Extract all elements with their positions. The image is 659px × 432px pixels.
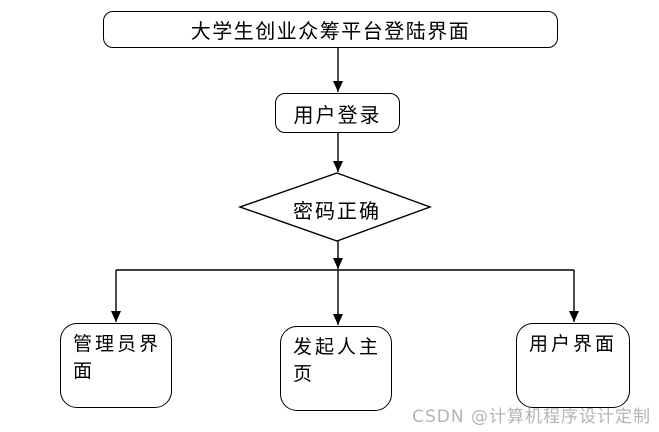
node-admin-interface-label: 管理员界面 bbox=[73, 333, 162, 382]
decision-diamond-shape bbox=[237, 172, 433, 242]
node-login-screen-label: 大学生创业众筹平台登陆界面 bbox=[190, 19, 471, 43]
node-user-interface-label: 用户界面 bbox=[529, 333, 618, 355]
node-login-screen: 大学生创业众筹平台登陆界面 bbox=[103, 11, 558, 48]
node-user-login: 用户登录 bbox=[275, 93, 400, 133]
node-password-check-label: 密码正确 bbox=[293, 199, 381, 223]
node-initiator-home: 发起人主页 bbox=[280, 326, 392, 411]
node-user-interface: 用户界面 bbox=[516, 323, 630, 408]
node-admin-interface: 管理员界面 bbox=[60, 323, 172, 408]
csdn-watermark: CSDN @计算机程序设计定制 bbox=[412, 407, 651, 427]
node-initiator-home-label: 发起人主页 bbox=[293, 336, 382, 385]
node-user-login-label: 用户登录 bbox=[293, 102, 382, 127]
